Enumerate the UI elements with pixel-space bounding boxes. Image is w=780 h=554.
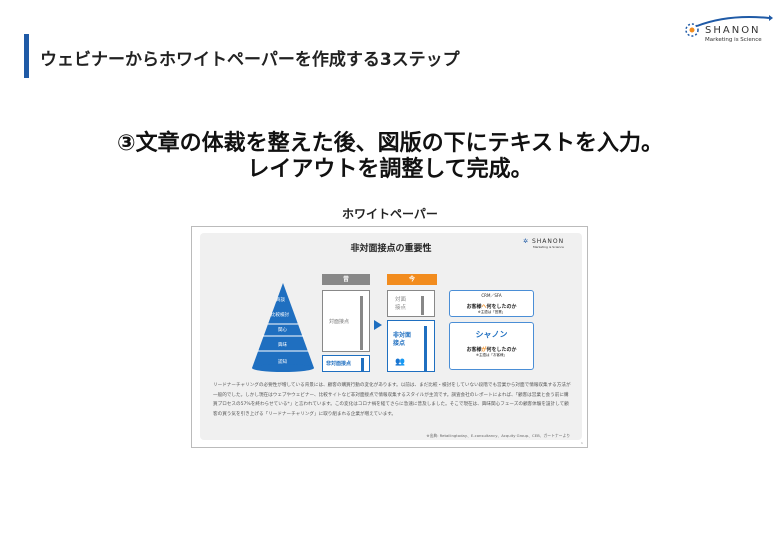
arrow-up-icon bbox=[361, 358, 364, 371]
crm-note: ※主語は「営業」 bbox=[477, 310, 506, 314]
shanon-text: 何をしたのか bbox=[486, 347, 517, 353]
whitepaper-title: 非対面接点の重要性 bbox=[350, 244, 432, 254]
logo-icon: ✲ bbox=[523, 238, 530, 245]
logo-name: SHANON bbox=[531, 238, 565, 245]
now-face-label: 対面接点 bbox=[395, 297, 407, 311]
now-face-box bbox=[387, 290, 435, 317]
title-accent-bar bbox=[24, 34, 29, 78]
people-illustration-icon: 👥 bbox=[395, 357, 405, 366]
pyramid-level: 商談 bbox=[276, 298, 285, 303]
funnel-pyramid bbox=[252, 283, 314, 372]
past-face-label: 対面接点 bbox=[329, 319, 350, 325]
crm-title: CRM／SFA bbox=[481, 293, 502, 298]
pyramid-level: 比較検討 bbox=[271, 313, 289, 318]
whitepaper-body-text: リードナーチャリングの必要性が増している背景には、顧客の購買行動の変化があります… bbox=[213, 383, 571, 417]
shanon-title: シャノン bbox=[475, 330, 508, 339]
pyramid-level: 認知 bbox=[278, 360, 287, 365]
shanon-logo: SHANON Marketing is Science bbox=[683, 14, 773, 50]
page-number: 1 bbox=[581, 441, 583, 445]
logo-tagline: Marketing is Science bbox=[705, 37, 762, 43]
logo-name: SHANON bbox=[705, 25, 761, 36]
arrow-up-icon bbox=[360, 296, 363, 350]
now-nonface-label: 非対面接点 bbox=[393, 332, 412, 347]
shanon-box: シャノン お客様が何をしたのか ※主語は「お客様」 bbox=[449, 322, 534, 370]
headline-line-2: レイアウトを調整して完成。 bbox=[247, 157, 533, 182]
arrow-up-icon bbox=[424, 326, 427, 371]
whitepaper-label: ホワイトペーパー bbox=[342, 207, 438, 221]
arrow-right-icon bbox=[374, 320, 382, 330]
now-nonface-box bbox=[387, 320, 435, 372]
crm-sfa-box: CRM／SFA お客様へ何をしたのか ※主語は「営業」 bbox=[449, 290, 534, 317]
pyramid-level: 関心 bbox=[278, 328, 287, 333]
pyramid-level: 興味 bbox=[278, 343, 287, 348]
crm-text: お客様 bbox=[466, 304, 482, 310]
crm-text: 何をしたのか bbox=[486, 304, 517, 310]
arrow-up-icon bbox=[421, 296, 424, 315]
source-note: ※出典: Retailingtoday、E-consultancy、Acquit… bbox=[426, 433, 570, 438]
slide-title: ウェビナーからホワイトペーパーを作成する3ステップ bbox=[40, 50, 460, 70]
crm-particle: へ bbox=[481, 304, 487, 310]
past-nonface-label: 非対面接点 bbox=[326, 361, 352, 367]
shanon-text: お客様 bbox=[466, 347, 482, 353]
past-header: 昔 bbox=[322, 274, 370, 285]
shanon-particle: が bbox=[481, 347, 487, 353]
now-header: 今 bbox=[387, 274, 437, 285]
shanon-note: ※主語は「お客様」 bbox=[476, 353, 507, 357]
whitepaper-logo: ✲ SHANON Marketing is Science bbox=[523, 238, 564, 249]
logo-tagline: Marketing is Science bbox=[533, 245, 564, 249]
logo-icon bbox=[685, 15, 773, 37]
past-nonface-box bbox=[322, 355, 370, 372]
headline-line-1: ③文章の体裁を整えた後、図版の下にテキストを入力。 bbox=[117, 131, 663, 156]
